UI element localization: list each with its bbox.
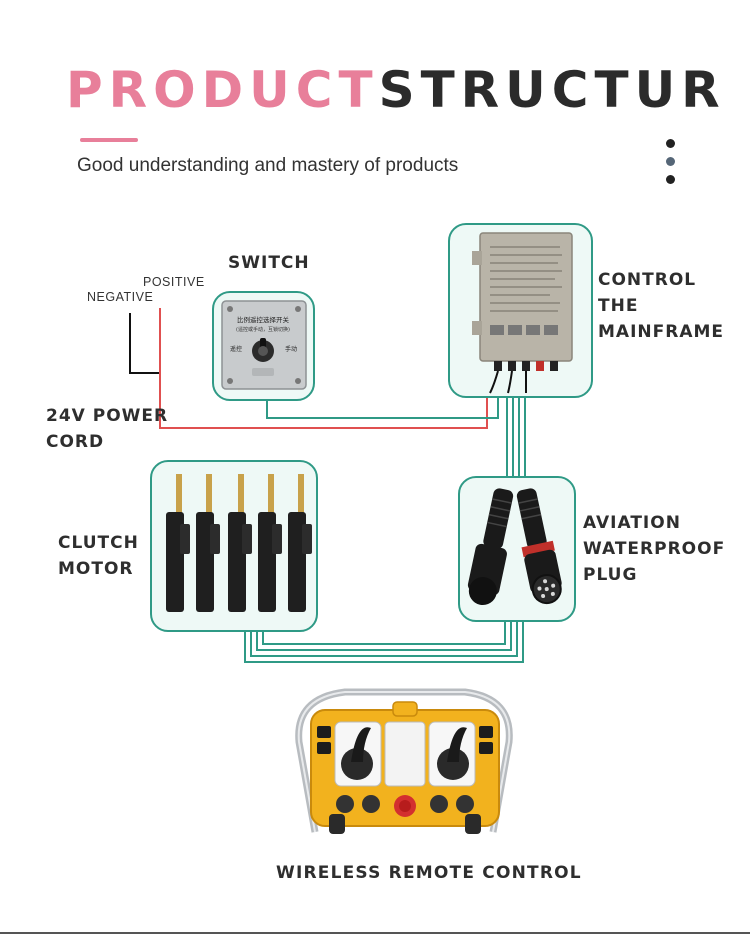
aviation-plug-label: AVIATION WATERPROOF PLUG [583,513,726,585]
power-cord-label: 24V POWER CORD [46,406,169,452]
switch-panel-title: 比例遥控选择开关 [237,315,290,324]
subtitle: Good understanding and mastery of produc… [77,155,459,176]
switch-panel-right: 手动 [285,345,297,353]
switch-label: SWITCH [228,253,310,273]
positive-wire [159,308,488,429]
title-part-product: PRODUCT [66,61,379,119]
switch-wire [266,388,499,419]
negative-wire [129,313,160,374]
remote-control-label: WIRELESS REMOTE CONTROL [276,863,582,883]
wireless-remote-image [295,688,513,834]
aviation-plug-image [467,488,562,606]
control-mainframe-image [472,232,573,394]
switch-panel-subtitle: (遥控或手动，互锁切换) [236,326,290,333]
dot-3 [666,175,675,184]
dot-2 [666,157,675,166]
clutch-motor-frame [150,460,318,632]
clutch-motor-label: CLUTCH MOTOR [58,533,139,579]
title-part-structur: STRUCTUR [378,61,726,119]
mainframe-frame [448,223,593,398]
switch-frame: 比例遥控选择开关 (遥控或手动，互锁切换) 遥控 手动 [212,291,315,401]
aviation-plug-frame [458,476,576,622]
clutch-motor-image [166,474,312,612]
page-title: PRODUCTSTRUCTUR [66,60,726,120]
dot-1 [666,139,675,148]
switch-panel-left: 遥控 [230,345,242,353]
mainframe-plug-wires [506,392,526,478]
bottom-divider [0,932,750,934]
title-underline [80,138,138,142]
negative-label: NEGATIVE [87,290,154,304]
positive-label: POSITIVE [143,275,205,289]
control-mainframe-label: CONTROL THE MAINFRAME [598,270,725,342]
switch-image: 比例遥控选择开关 (遥控或手动，互锁切换) 遥控 手动 [221,300,307,390]
plug-motor-wires [244,620,524,663]
